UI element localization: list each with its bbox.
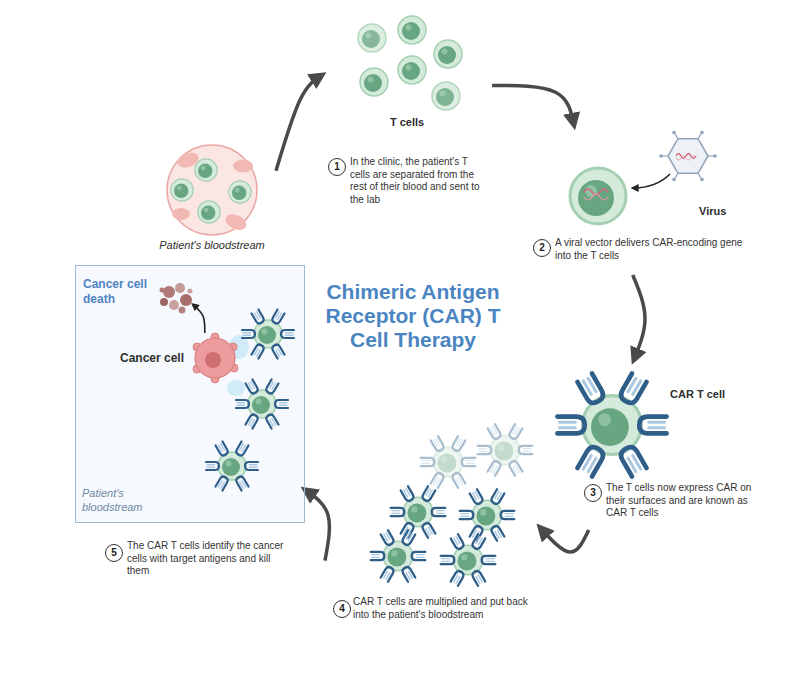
bloodstream-drop [233,160,253,173]
flow-arrow [305,490,329,561]
figure-label: CAR T cell [670,388,760,402]
region-label: Patient's bloodstream [150,239,274,253]
expanded-car-t-cells [391,486,446,537]
figure-label: T cells [362,116,452,130]
step-node: T cells 1In the clinic, the patient's T c… [322,12,492,222]
diagram-title: Chimeric Antigen Receptor (CAR) T Cell T… [318,280,508,352]
step-node: 4CAR T cells are multiplied and put back… [325,430,540,625]
virus-symbol [672,178,676,182]
killing-scene [242,309,294,358]
killing-scene [75,265,305,523]
flow-arrow [276,75,322,171]
step-caption: The T cells now express CAR on their sur… [606,482,756,520]
cell-debris [180,294,192,306]
step-caption: CAR T cells are multiplied and put back … [353,596,538,621]
virus-symbol [700,178,704,182]
cell-debris [188,289,193,294]
callout-number: 4 [333,600,351,618]
expanded-car-t-cells [371,424,533,585]
transduction-figure [584,194,608,200]
cell-debris [160,283,193,314]
virus-symbol [659,131,717,182]
transduction-figure [570,168,626,224]
figure-label: Cancer cell [120,351,194,366]
bloodstream-drop [167,145,257,235]
figure-node: Cancer cell death [83,277,193,323]
t-cell-cluster [358,16,462,110]
cell-debris [160,298,168,306]
virus-symbol [676,156,696,160]
expanded-car-t-cells [460,489,515,540]
cell-debris [160,288,165,293]
flow-arrow [633,275,645,360]
callout-number: 1 [328,158,346,176]
bloodstream-panel: Patient's bloodstream 5The CAR T cells id… [75,265,305,582]
flow-arrow [193,305,205,333]
bloodstream-drop [223,211,249,233]
bloodstream-drop [198,201,220,223]
killing-scene [227,380,245,396]
virus-symbol [700,131,704,135]
callout-number: 3 [584,484,602,502]
connector-layer [193,75,645,561]
car-t-cell-figure [557,374,666,477]
step-node: CAR T cell 3The T cells now express CAR o… [560,360,765,530]
virus-symbol [672,131,676,135]
cell-debris [163,286,175,298]
virus-symbol [668,139,708,174]
expanded-car-t-cells [371,530,426,581]
bloodstream-drop [195,159,217,181]
step-caption: The CAR T cells identify the cancer cell… [127,540,292,578]
callout-number: 5 [105,544,123,562]
cancer-cell-figure [195,338,235,378]
cell-debris [169,300,179,310]
bloodstream-drop [171,179,193,201]
figure-node: Cancer cell [120,333,280,385]
figure-label: Cancer cell death [83,277,155,307]
step-node: Virus 2A viral vector delivers CAR-encodi… [527,125,762,275]
expanded-car-t-cells [478,424,533,475]
bloodstream-node: Patient's bloodstream [150,142,276,257]
step-caption: In the clinic, the patient's T cells are… [350,156,490,206]
cancer-cell-figure [205,352,221,368]
cell-debris [175,283,185,293]
expanded-car-t-cells [441,534,496,585]
t-cell-cluster [398,16,426,44]
region-label: Patient's bloodstream [82,487,162,515]
step-caption: A viral vector delivers CAR-encoding gen… [555,237,755,262]
killing-scene [75,265,305,523]
delivery-arrow [633,174,670,188]
t-cell-cluster [360,68,388,96]
t-cell-cluster [432,82,460,110]
flow-arrow [540,528,589,553]
t-cell-cluster [434,40,462,68]
virus-symbol [713,154,717,158]
bloodstream-drop [229,181,251,203]
bloodstream-drop [172,208,190,220]
expanded-car-t-cells [421,436,476,487]
killing-scene [206,441,258,490]
callout-number: 2 [533,239,551,257]
cell-debris [179,307,186,314]
t-cell-cluster [358,24,386,52]
cancer-cell-figure [193,333,238,383]
virus-symbol [659,154,663,158]
car-t-cell-figure [557,374,666,477]
killing-scene [236,379,288,428]
figure-label: Virus [699,205,755,219]
bloodstream-drop [167,145,257,235]
transduction-figure [570,131,717,224]
flow-arrow [492,85,574,125]
t-cell-cluster [398,56,426,84]
